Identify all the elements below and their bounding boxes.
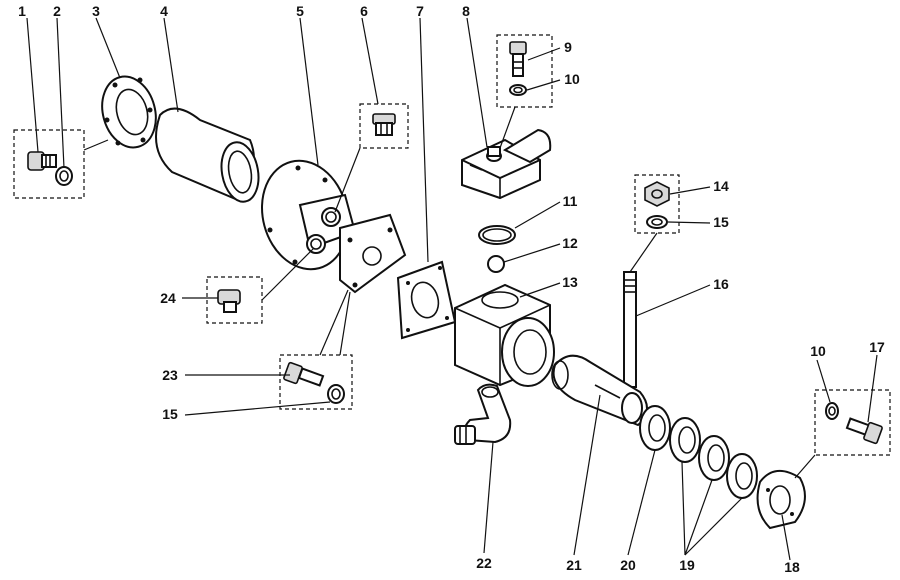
part-15-washer	[646, 215, 668, 229]
callout-16: 16	[713, 276, 729, 292]
callout-15: 15	[713, 214, 729, 230]
part-10-washer	[509, 84, 527, 96]
part-1-bolt	[27, 151, 57, 171]
part-17-bolt	[845, 417, 883, 445]
part-22-elbow-fitting	[454, 383, 512, 445]
part-12-ball	[487, 255, 505, 273]
callout-10: 10	[564, 71, 580, 87]
part-9-bolt	[509, 41, 527, 77]
detail-box-washer-10-bolt-17	[814, 389, 891, 456]
callout-24: 24	[160, 290, 176, 306]
callout-7: 7	[416, 3, 424, 19]
part-19-shims	[669, 417, 758, 499]
callout-13: 13	[562, 274, 578, 290]
callout-19: 19	[679, 557, 695, 573]
part-6-plug	[372, 113, 396, 136]
callout-3: 3	[92, 3, 100, 19]
callout-23: 23	[162, 367, 178, 383]
part-4-tube	[155, 107, 260, 203]
callout-17: 17	[869, 339, 885, 355]
callout-22: 22	[476, 555, 492, 571]
detail-box-nut-14-washer-15	[634, 174, 680, 234]
callout-9: 9	[564, 39, 572, 55]
detail-box-bolt-9-washer-10	[496, 34, 553, 108]
part-8-valve-block	[461, 128, 552, 200]
part-7-gasket	[396, 260, 457, 340]
part-10b-washer	[825, 402, 839, 420]
part-16-stud	[623, 271, 637, 388]
callout-21: 21	[566, 557, 582, 573]
callout-6: 6	[360, 3, 368, 19]
part-20-seal	[639, 405, 671, 451]
part-14-nut	[644, 181, 670, 207]
part-15b-washer	[327, 384, 345, 404]
callout-2: 2	[53, 3, 61, 19]
part-5-housing	[261, 159, 407, 294]
callout-1: 1	[18, 3, 26, 19]
callout-12: 12	[562, 235, 578, 251]
part-24-plug	[217, 289, 241, 313]
callout-18: 18	[784, 559, 800, 575]
leader-lines	[26, 17, 878, 561]
part-3-flange-gasket	[101, 75, 157, 149]
callout-15b: 15	[162, 406, 178, 422]
callout-10b: 10	[810, 343, 826, 359]
callout-20: 20	[620, 557, 636, 573]
detail-box-plug-6	[359, 103, 409, 149]
part-11-o-ring	[478, 225, 516, 245]
part-23-bolt	[283, 361, 325, 387]
callout-11: 11	[563, 193, 578, 209]
callout-5: 5	[296, 3, 304, 19]
part-13-main-body	[454, 283, 555, 387]
callout-8: 8	[462, 3, 470, 19]
callout-4: 4	[160, 3, 168, 19]
callout-labels: 1 2 3 4 5 6 7 8 9 10 10 11 12 13 14 15 1…	[18, 3, 885, 575]
detail-box-plug-24	[206, 276, 263, 324]
part-18-end-plate	[756, 470, 806, 530]
callout-14: 14	[713, 178, 729, 194]
detail-box-bolt-washer	[13, 129, 85, 199]
detail-box-bolt-23-washer-15	[279, 354, 353, 410]
part-2-washer	[55, 166, 73, 186]
